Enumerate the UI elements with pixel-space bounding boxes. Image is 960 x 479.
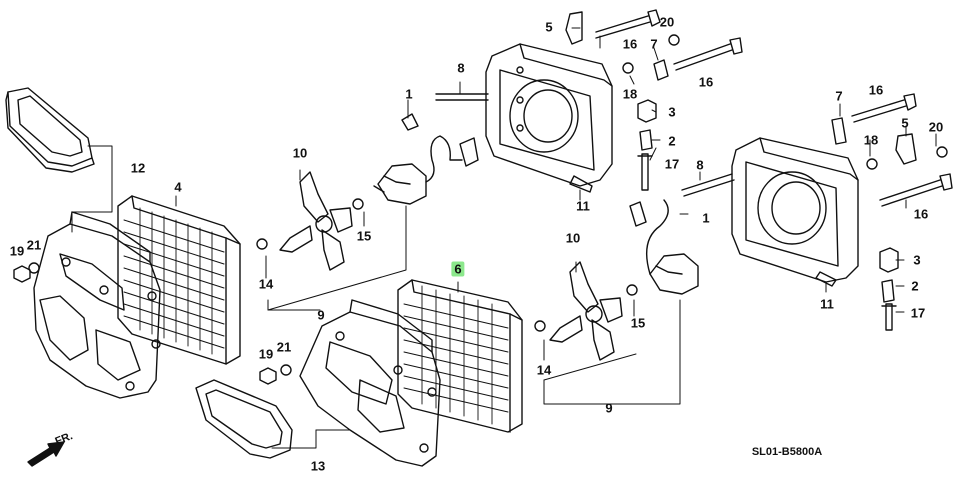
callout-label: 4 bbox=[174, 179, 182, 195]
callout-label: 15 bbox=[356, 228, 372, 244]
callout-label: 14 bbox=[258, 276, 274, 292]
gasket-13 bbox=[195, 379, 293, 459]
callout-label: 3 bbox=[668, 104, 676, 120]
callout-label: 5 bbox=[901, 115, 909, 131]
motor-left bbox=[373, 135, 479, 205]
fan-10-center bbox=[549, 261, 623, 361]
callout-label: 16 bbox=[868, 82, 884, 98]
callout-label: 10 bbox=[565, 230, 581, 246]
callout-label: 20 bbox=[928, 119, 944, 135]
callout-label: 12 bbox=[130, 160, 146, 176]
motor-center bbox=[629, 199, 699, 295]
fan-shroud-11-top bbox=[485, 43, 613, 193]
callout-label: 9 bbox=[605, 400, 613, 416]
callout-label: 8 bbox=[696, 157, 704, 173]
condenser-6 bbox=[397, 279, 523, 433]
callout-label: 19 bbox=[258, 346, 274, 362]
callout-label: 18 bbox=[622, 86, 638, 102]
nuts bbox=[13, 198, 638, 385]
leader-lines bbox=[71, 27, 937, 449]
left-housing bbox=[33, 211, 161, 399]
callout-label: 13 bbox=[310, 458, 326, 474]
bolts-right bbox=[681, 93, 953, 331]
callout-label: 11 bbox=[820, 296, 834, 312]
bolts-top bbox=[401, 9, 743, 191]
callout-label-highlighted: 6 bbox=[451, 261, 465, 277]
evaporator-4 bbox=[117, 195, 241, 365]
front-arrow-icon bbox=[27, 441, 65, 467]
callout-label: 17 bbox=[664, 156, 680, 172]
callout-label: 14 bbox=[536, 362, 552, 378]
callout-label: 16 bbox=[913, 206, 929, 222]
fan-10-left bbox=[279, 171, 353, 271]
callout-label: 2 bbox=[911, 278, 919, 294]
callout-label: 15 bbox=[630, 315, 646, 331]
callout-label: 16 bbox=[622, 36, 638, 52]
callout-label: 21 bbox=[26, 237, 42, 253]
callout-label: 21 bbox=[276, 339, 292, 355]
callout-label: 17 bbox=[910, 305, 926, 321]
callout-label: 7 bbox=[835, 88, 843, 104]
fan-shroud-11-right bbox=[731, 137, 859, 287]
callout-label: 10 bbox=[292, 145, 308, 161]
callout-label: 18 bbox=[863, 132, 879, 148]
diagram-code: SL01-B5800A bbox=[751, 446, 823, 458]
callout-label: 3 bbox=[913, 252, 921, 268]
callout-label: 11 bbox=[576, 198, 590, 214]
callout-label: 20 bbox=[659, 14, 675, 30]
callout-label: 8 bbox=[457, 60, 465, 76]
callout-label: 19 bbox=[9, 243, 25, 259]
callout-label: 9 bbox=[317, 307, 325, 323]
callout-label: 2 bbox=[668, 133, 676, 149]
center-housing bbox=[299, 299, 441, 467]
gasket-12 bbox=[5, 87, 95, 173]
callout-label: 1 bbox=[702, 210, 710, 226]
callout-label: 5 bbox=[545, 19, 553, 35]
callout-label: 16 bbox=[698, 74, 714, 90]
callout-label: 7 bbox=[650, 36, 658, 52]
callout-label: 1 bbox=[405, 86, 413, 102]
